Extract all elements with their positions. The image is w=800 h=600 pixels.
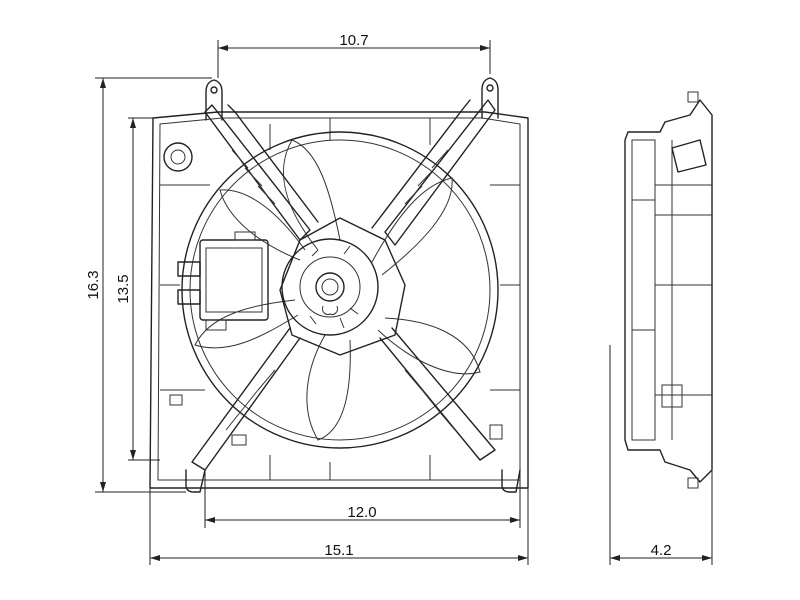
shroud-ribs xyxy=(160,118,520,480)
side-outline xyxy=(624,99,713,483)
strut-detail xyxy=(225,149,456,431)
connector-box xyxy=(177,231,269,331)
motor-housing xyxy=(279,217,406,356)
side-view xyxy=(624,91,713,489)
side-tab-bottom xyxy=(687,477,699,489)
dimension-lines xyxy=(95,40,713,565)
shroud-outline xyxy=(149,111,529,489)
side-connector xyxy=(661,384,683,408)
side-ribs xyxy=(632,140,712,440)
front-view xyxy=(149,77,529,493)
fan-ring-inner xyxy=(189,139,491,441)
dim-bottom-overall-width-label: 15.1 xyxy=(324,542,353,559)
side-tab-top xyxy=(687,91,699,103)
dim-top-width-label: 10.7 xyxy=(339,32,368,49)
dim-outer-height-label: 16.3 xyxy=(85,270,102,299)
side-inner xyxy=(631,139,656,441)
shroud-inner-frame xyxy=(157,117,521,481)
dim-inner-height-label: 13.5 xyxy=(115,274,132,303)
drain-hole xyxy=(170,149,186,165)
fan-ring xyxy=(181,131,499,449)
wire-clips xyxy=(169,394,503,446)
fan-blades xyxy=(194,139,481,441)
dim-depth-label: 4.2 xyxy=(651,542,672,559)
dim-bottom-inner-width-label: 12.0 xyxy=(347,504,376,521)
mounting-tabs xyxy=(185,77,521,493)
cross-struts xyxy=(191,99,496,471)
side-motor-bump xyxy=(671,139,707,173)
drain-boss xyxy=(163,142,193,172)
